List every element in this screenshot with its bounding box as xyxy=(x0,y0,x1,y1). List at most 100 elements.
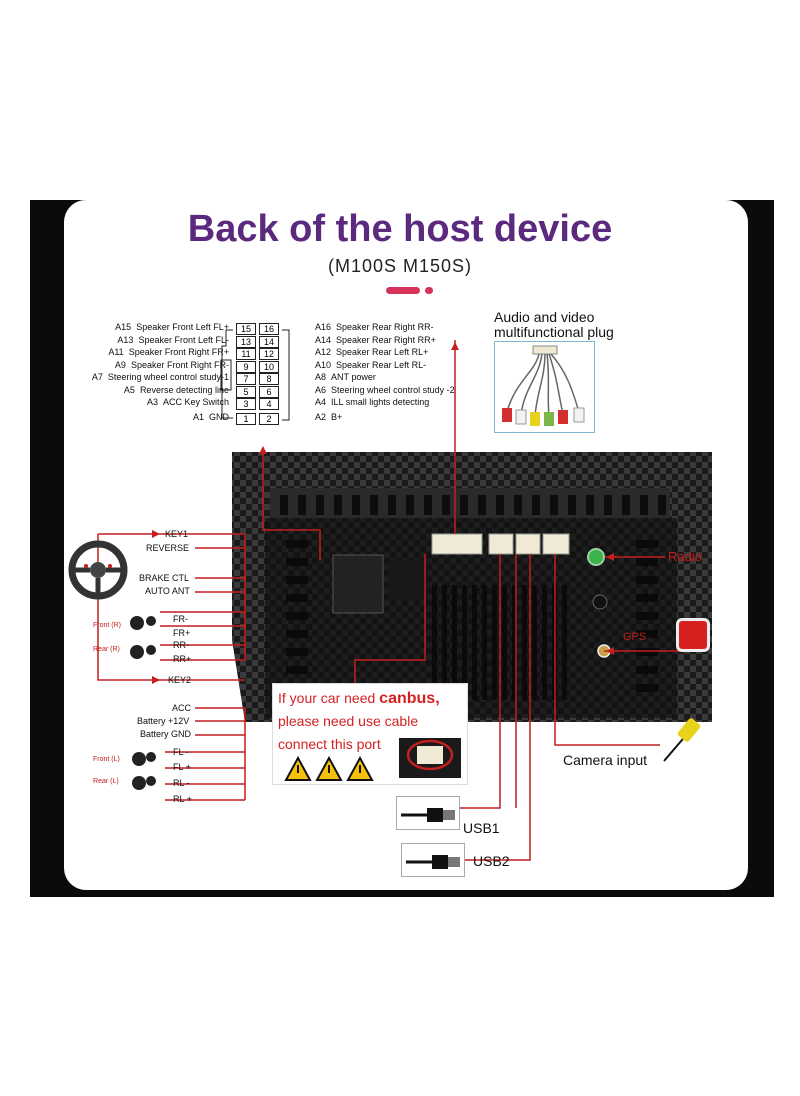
pin-number-cell: 9 xyxy=(236,361,256,373)
page-title: Back of the host device xyxy=(187,208,613,250)
pin-label-left: A3 ACC Key Switch xyxy=(147,397,229,407)
pin-number-cell: 6 xyxy=(259,386,279,398)
pin-number-cell: 8 xyxy=(259,373,279,385)
pin-label-left: A13 Speaker Front Left FL- xyxy=(117,335,229,345)
speaker-icon xyxy=(132,752,146,766)
pin-function: Steering wheel control study -2 xyxy=(331,385,455,395)
speaker-icon xyxy=(130,645,144,659)
page-subtitle: (M100S M150S) xyxy=(327,256,473,276)
pin-function: Speaker Front Left FL+ xyxy=(136,322,229,332)
pin-function: Steering wheel control study-1 xyxy=(107,372,229,382)
pin-function: B+ xyxy=(331,412,343,422)
wire-rr-minus: RR- xyxy=(173,640,189,650)
pin-label-right: A12 Speaker Rear Left RL+ xyxy=(315,347,428,357)
canbus-line1: If your car need canbus, xyxy=(278,690,440,708)
pin-number-cell: 1 xyxy=(236,413,256,425)
canbus-note: If your car need canbus, please need use… xyxy=(272,683,468,785)
canbus-line2: please need use cable xyxy=(278,713,419,729)
pin-label-right: A14 Speaker Rear Right RR+ xyxy=(315,335,436,345)
speaker-icon xyxy=(146,616,156,626)
pin-number-cell: 4 xyxy=(259,398,279,410)
pin-number-cell: 11 xyxy=(236,348,256,360)
pin-function: ILL small lights detecting xyxy=(331,397,430,407)
wire-auto-ant: AUTO ANT xyxy=(145,586,190,596)
pin-id: A7 xyxy=(91,372,103,382)
pin-function: Speaker Rear Right RR- xyxy=(336,322,434,332)
pin-function: Speaker Rear Left RL+ xyxy=(336,347,429,357)
warning-icons xyxy=(284,738,461,781)
pin-number-cell: 10 xyxy=(259,361,279,373)
usb2-label: USB2 xyxy=(473,853,510,869)
rear-l-label: Rear (L) xyxy=(93,778,119,785)
pin-id: A5 xyxy=(123,385,135,395)
wire-brake-ctl: BRAKE CTL xyxy=(139,573,190,583)
pin-number-cell: 14 xyxy=(259,336,279,348)
camera-plug-icon xyxy=(660,715,704,765)
pin-number-cell: 2 xyxy=(259,413,279,425)
pin-number-cell: 7 xyxy=(236,373,256,385)
rear-r-label: Rear (R) xyxy=(93,646,120,653)
pin-label-left: A7 Steering wheel control study-1 xyxy=(92,372,229,382)
pin-label-right: A16 Speaker Rear Right RR- xyxy=(315,322,434,332)
pin-id: A8 xyxy=(315,372,327,382)
pin-function: Speaker Front Right FR- xyxy=(130,360,229,370)
pin-id: A1 xyxy=(192,412,204,422)
pin-label-left: A5 Reverse detecting line xyxy=(124,385,229,395)
speaker-icon xyxy=(146,645,156,655)
pin-number-cell: 5 xyxy=(236,386,256,398)
usb1-cable-icon xyxy=(396,796,460,830)
camera-input-label: Camera input xyxy=(563,752,648,768)
wire-reverse: REVERSE xyxy=(146,543,190,553)
av-plug-title-1: Audio and video xyxy=(494,309,595,325)
canbus-line1-text: If your car need xyxy=(278,690,380,706)
pin-id: A3 xyxy=(146,397,158,407)
pin-label-left: A9 Speaker Front Right FR- xyxy=(115,360,229,370)
pin-id: A13 xyxy=(117,335,134,345)
title-underline-pill xyxy=(386,287,420,294)
pin-number-cell: 16 xyxy=(259,323,279,335)
pin-label-right: A4 ILL small lights detecting xyxy=(315,397,429,407)
pin-id: A16 xyxy=(315,322,332,332)
pin-function: Reverse detecting line xyxy=(139,385,229,395)
wire-key2: KEY2 xyxy=(168,675,192,685)
pin-id: A4 xyxy=(315,397,327,407)
speaker-icon xyxy=(146,776,156,786)
av-plug-title-2: multifunctional plug xyxy=(494,324,614,340)
pin-number-cell: 15 xyxy=(236,323,256,335)
pin-label-right: A6 Steering wheel control study -2 xyxy=(315,385,455,395)
wire-rr-plus: RR+ xyxy=(173,654,192,664)
wire-key1: KEY1 xyxy=(165,529,189,539)
pin-label-left: A1 GND xyxy=(193,412,229,422)
canbus-line3: connect this port xyxy=(278,736,381,752)
wire-battery-12v: Battery +12V xyxy=(137,716,190,726)
av-plug-image xyxy=(494,341,595,433)
radio-label: Radio xyxy=(668,549,702,564)
wire-fr-minus: FR- xyxy=(173,614,188,624)
speaker-icon xyxy=(146,752,156,762)
pin-function: Speaker Front Right FR+ xyxy=(128,347,229,357)
pin-function: Speaker Rear Left RL- xyxy=(336,360,427,370)
gps-label: GPS xyxy=(623,631,647,643)
wire-fr-plus: FR+ xyxy=(173,628,191,638)
pin-function: Speaker Rear Right RR+ xyxy=(336,335,436,345)
wire-fl-plus: FL + xyxy=(173,762,191,772)
pin-label-left: A15 Speaker Front Left FL+ xyxy=(115,322,229,332)
pin-id: A6 xyxy=(315,385,327,395)
pin-id: A14 xyxy=(315,335,332,345)
pin-label-right: A2 B+ xyxy=(315,412,342,422)
pin-id: A11 xyxy=(108,347,124,357)
wire-fl-minus: FL - xyxy=(173,747,189,757)
wire-battery-gnd: Battery GND xyxy=(140,729,192,739)
pin-id: A12 xyxy=(315,347,332,357)
pin-function: ANT power xyxy=(331,372,376,382)
connector-block xyxy=(431,533,570,555)
front-l-label: Front (L) xyxy=(93,756,120,763)
pin-number-cell: 13 xyxy=(236,336,256,348)
speaker-icon xyxy=(132,776,146,790)
pin-label-right: A10 Speaker Rear Left RL- xyxy=(315,360,426,370)
front-r-label: Front (R) xyxy=(93,622,121,629)
steering-wheel-icon xyxy=(68,540,128,600)
pin-number-cell: 3 xyxy=(236,398,256,410)
pin-id: A15 xyxy=(115,322,132,332)
